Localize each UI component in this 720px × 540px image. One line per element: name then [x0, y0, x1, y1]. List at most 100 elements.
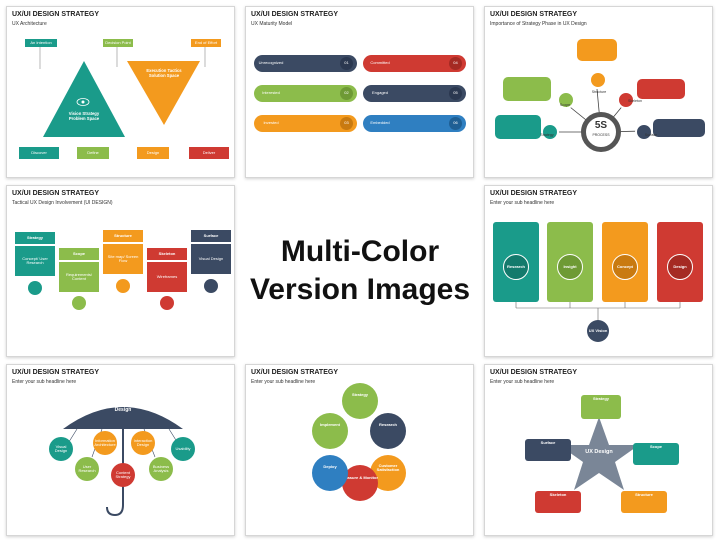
node-label: Deploy — [323, 463, 337, 469]
node-skeleton — [617, 91, 635, 109]
slide-subtitle: Enter your sub headline here — [490, 379, 555, 385]
column-head-skeleton: Skeleton — [147, 248, 187, 260]
slide-subtitle: Importance of Strategy Phase in UX Desig… — [490, 21, 587, 27]
stage-name: Interested — [262, 90, 280, 96]
slide-subtitle: Enter your sub headline here — [251, 379, 316, 385]
center-title-line-1: Multi-Color — [280, 234, 440, 268]
label-end-of-effort: End of Effort — [191, 39, 221, 47]
slide-ux-design-star[interactable]: UX/UI DESIGN STRATEGY Enter your sub hea… — [484, 364, 713, 536]
stage-name: Engaged — [371, 90, 388, 96]
column-body-scope: Requirements/ Content — [59, 262, 99, 292]
stage-number: 02 — [340, 87, 353, 100]
node-label: Scope — [649, 444, 662, 450]
box-strategy — [581, 395, 621, 419]
note-box — [577, 39, 617, 61]
node-scope — [557, 91, 575, 109]
node-label: Research — [378, 421, 397, 427]
stage-name: Committed — [370, 60, 390, 66]
box-structure — [621, 491, 667, 513]
stage-name: Invested — [263, 120, 279, 126]
skeleton-icon — [160, 296, 174, 310]
stage-define: Define — [77, 147, 109, 159]
column-label: Research — [503, 254, 529, 280]
right-triangle-text: Execution Tactics Solution Space — [146, 68, 182, 78]
slide-subtitle: Enter your sub headline here — [490, 200, 555, 206]
slide-subtitle: UX Maturity Model — [251, 21, 293, 27]
circle-interaction-design: Interaction Design — [131, 431, 155, 455]
maturity-pill-interested — [254, 85, 357, 102]
slide-strategy-cycle[interactable]: UX/UI DESIGN STRATEGY Enter your sub hea… — [245, 364, 474, 536]
node-label: Skeleton — [549, 492, 567, 498]
label-an-intention: An Intention — [25, 39, 57, 47]
surface-icon — [204, 279, 218, 293]
center-label: UX Design — [585, 449, 613, 455]
slide-title: UX/UI DESIGN STRATEGY — [12, 190, 99, 197]
slide-subtitle: UX Architecture — [12, 21, 47, 27]
circle-information-architecture: Information Architecture — [93, 431, 117, 455]
slide-ux-maturity-model[interactable]: UX/UI DESIGN STRATEGY UX Maturity Model … — [245, 6, 474, 178]
column-label: Insight — [557, 254, 583, 280]
node-label: Skeleton — [628, 99, 642, 103]
center-sublabel: PROCESS — [592, 133, 610, 137]
note-box — [653, 119, 705, 137]
stage-number: 04 — [449, 57, 462, 70]
node-label: Structure — [635, 492, 653, 498]
node-label: Strategy — [592, 396, 609, 402]
circle-visual-design: Visual Design — [49, 437, 73, 461]
ux-vision-circle: UX Vision — [587, 320, 609, 342]
center-label: 5S — [594, 120, 608, 131]
maturity-pill-unrecognized — [254, 55, 357, 72]
slide-title: UX/UI DESIGN STRATEGY — [490, 190, 577, 197]
node-label: Strategy — [351, 391, 368, 397]
cycle-node-strategy — [342, 383, 378, 419]
slide-title: UX/UI DESIGN STRATEGY — [12, 11, 99, 18]
slide-title: UX/UI DESIGN STRATEGY — [12, 369, 99, 376]
left-triangle-text: Vision Strategy Problem Space — [68, 111, 100, 121]
umbrella-graphic — [63, 407, 183, 517]
circle-content-strategy: Content Strategy — [111, 463, 135, 487]
stage-number: 06 — [449, 117, 462, 130]
node-label: Strategy — [540, 133, 554, 137]
stage-discover: Discover — [19, 147, 59, 159]
node-label: Structure — [591, 90, 607, 94]
node-structure — [589, 71, 607, 89]
circle-usability: Usability — [171, 437, 195, 461]
stage-number: 01 — [340, 57, 353, 70]
slide-subtitle: Enter your sub headline here — [12, 379, 77, 385]
box-scope — [633, 443, 679, 465]
scope-icon — [72, 296, 86, 310]
star-graphic — [559, 417, 639, 490]
slide-title: UX/UI DESIGN STRATEGY — [251, 11, 338, 18]
column-label: Concept — [612, 254, 638, 280]
cycle-node-deploy — [312, 455, 348, 491]
center-title: Multi-Color Version Images — [243, 185, 477, 357]
slide-umbrella[interactable]: UX/UI DESIGN STRATEGY Enter your sub hea… — [6, 364, 235, 536]
slide-5s-process[interactable]: UX/UI DESIGN STRATEGY Importance of Stra… — [484, 6, 713, 178]
architecture-diagram — [39, 47, 206, 137]
slide-ux-architecture[interactable]: UX/UI DESIGN STRATEGY UX Architecture An… — [6, 6, 235, 178]
stage-number: 05 — [449, 87, 462, 100]
stage-design: Design — [137, 147, 169, 159]
node-label: Customer Satisfaction — [376, 462, 400, 472]
center-title-line-2: Version Images — [249, 273, 471, 306]
box-surface — [525, 439, 571, 461]
column-label: Design — [667, 254, 693, 280]
note-box — [637, 79, 685, 99]
node-strategy — [541, 123, 559, 141]
node-label: Scope — [559, 103, 571, 107]
strategy-icon — [28, 281, 42, 295]
slide-subtitle: Tactical UX Design Involvement (UI DESIG… — [12, 200, 113, 206]
node-label: Implement — [319, 421, 340, 427]
column-head-strategy: Strategy — [15, 232, 55, 244]
maturity-pill-committed — [363, 55, 466, 72]
slide-ux-vision[interactable]: UX/UI DESIGN STRATEGY Enter your sub hea… — [484, 185, 713, 357]
node-label: Surface — [540, 440, 556, 446]
umbrella-label: UX Design — [114, 401, 132, 413]
column-body-surface: Visual Design — [191, 244, 231, 274]
structure-icon — [116, 279, 130, 293]
maturity-pill-invested — [254, 115, 357, 132]
cycle-node-measure-monitor — [342, 465, 378, 501]
slide-tactical-ux[interactable]: UX/UI DESIGN STRATEGY Tactical UX Design… — [6, 185, 235, 357]
stage-deliver: Deliver — [189, 147, 229, 159]
column-head-structure: Structure — [103, 230, 143, 242]
